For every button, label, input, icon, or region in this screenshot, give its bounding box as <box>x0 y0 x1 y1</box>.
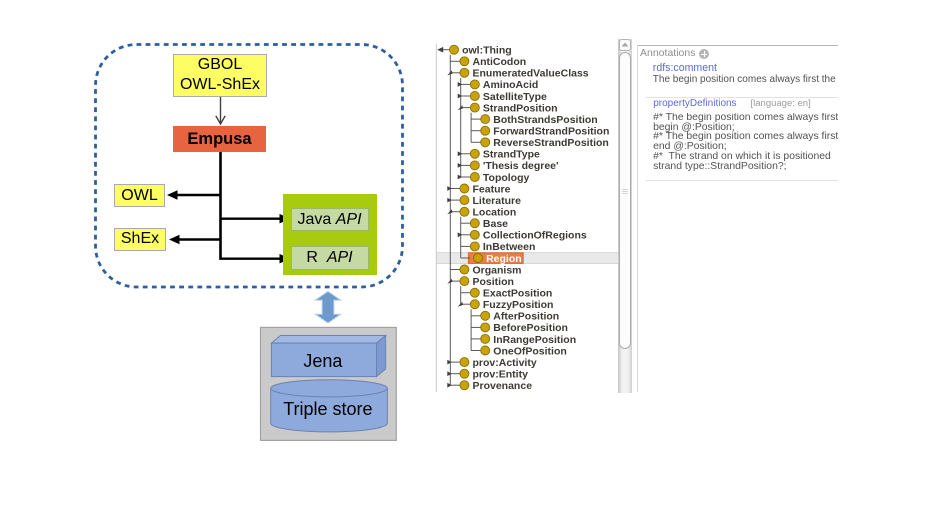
svg-text:CollectionOfRegions: CollectionOfRegions <box>483 230 587 242</box>
svg-text:AfterPosition: AfterPosition <box>493 311 559 323</box>
svg-text:EnumeratedValueClass: EnumeratedValueClass <box>473 68 589 80</box>
svg-text:Region: Region <box>486 253 522 265</box>
svg-text:FuzzyPosition: FuzzyPosition <box>483 299 554 311</box>
svg-text:AntiCodon: AntiCodon <box>473 56 527 68</box>
svg-text:StrandType: StrandType <box>483 149 540 161</box>
svg-text:'Thesis degree': 'Thesis degree' <box>483 160 559 172</box>
svg-text:prov:Activity: prov:Activity <box>473 357 537 369</box>
svg-text:owl:Thing: owl:Thing <box>462 45 512 57</box>
svg-text:Location: Location <box>473 207 517 219</box>
svg-text:Literature: Literature <box>473 195 522 207</box>
svg-text:BothStrandsPosition: BothStrandsPosition <box>493 114 597 126</box>
svg-text:InRangePosition: InRangePosition <box>493 334 576 346</box>
svg-text:ReverseStrandPosition: ReverseStrandPosition <box>493 137 609 149</box>
svg-text:prov:Entity: prov:Entity <box>473 369 529 381</box>
svg-text:ExactPosition: ExactPosition <box>483 288 552 300</box>
svg-text:Topology: Topology <box>483 172 530 184</box>
svg-text:StrandPosition: StrandPosition <box>483 102 558 114</box>
svg-text:Organism: Organism <box>473 264 522 276</box>
svg-text:OneOfPosition: OneOfPosition <box>493 345 567 357</box>
svg-text:AminoAcid: AminoAcid <box>483 79 538 91</box>
svg-text:Feature: Feature <box>473 183 511 195</box>
svg-text:SatelliteType: SatelliteType <box>483 91 547 103</box>
svg-text:Position: Position <box>473 276 514 288</box>
svg-text:Provenance: Provenance <box>473 380 533 392</box>
svg-text:InBetween: InBetween <box>483 241 536 253</box>
svg-text:Base: Base <box>483 218 508 230</box>
svg-text:BeforePosition: BeforePosition <box>493 322 568 334</box>
svg-text:ForwardStrandPosition: ForwardStrandPosition <box>493 126 609 138</box>
